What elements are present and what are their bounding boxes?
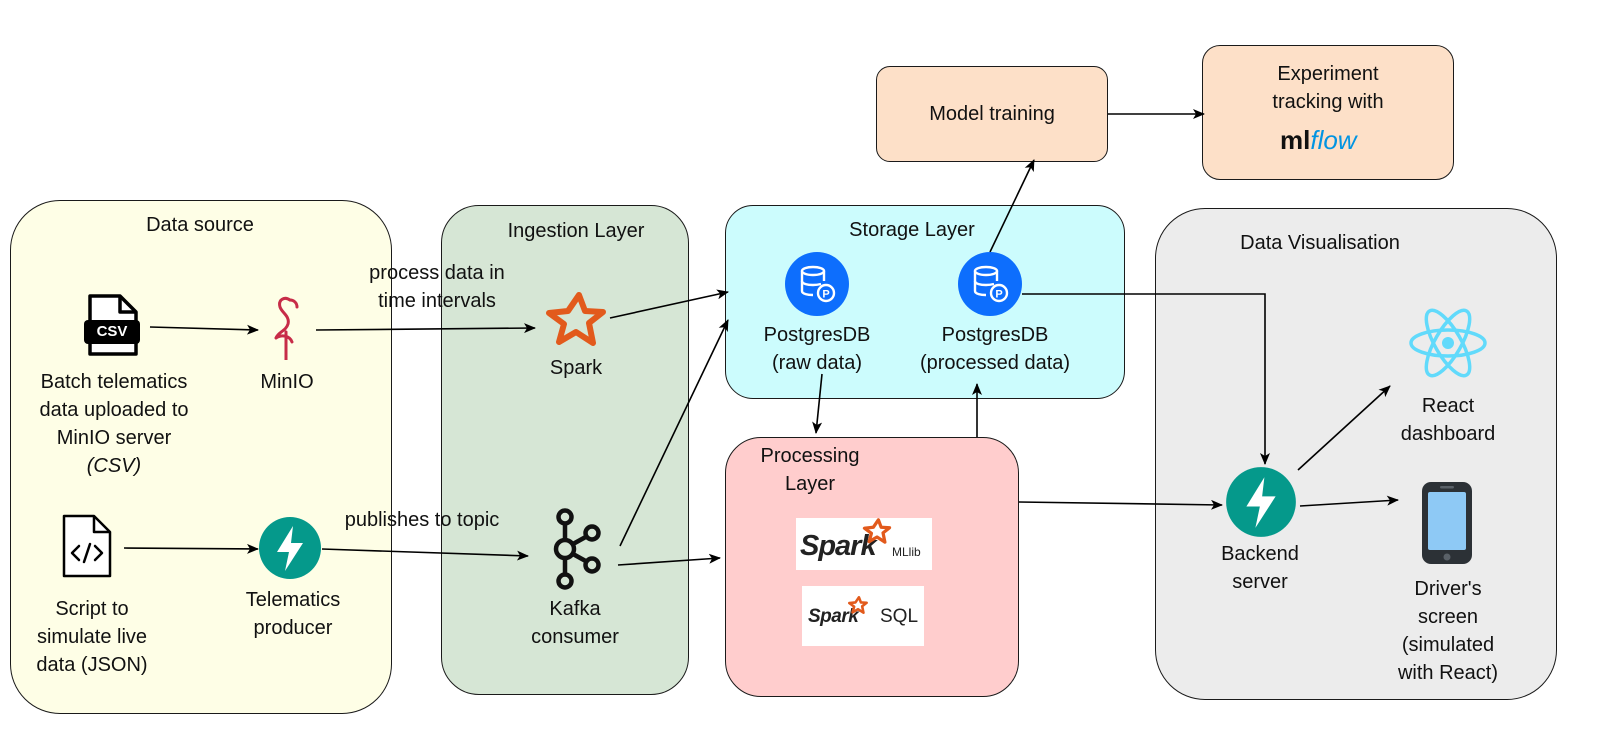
edge-processeddb-to-model [989,159,1035,253]
experiment-tracking-label: Experiment tracking with [1272,63,1384,113]
kafka-icon [548,508,602,590]
edge-script-to-producer [123,543,259,554]
edge-producer-to-kafka [321,548,529,561]
spark-sql-suffix: SQL [880,606,919,627]
fastapi-icon [258,516,322,580]
spark-mllib-suffix: MLlib [892,545,921,559]
ingestion-layer-title: Ingestion Layer [507,220,645,242]
script-source-label: Script to simulate live data (JSON) [36,598,148,676]
spark-sql-logo: Spark SQL [802,586,924,646]
drivers-screen-label: Driver's screen (simulated with React) [1397,578,1499,684]
edge-backend-to-react [1297,385,1391,471]
smartphone-icon [1420,480,1474,566]
backend-server-label: Backend server [1221,543,1299,593]
edge-spark-to-storage [609,289,729,319]
csv-badge-text: CSV [96,323,128,340]
minio-flamingo-icon [266,294,306,362]
edge-rawdb-to-processing [812,373,823,434]
csv-source-label: Batch telematics data uploaded to MinIO … [39,371,189,449]
postgres-raw-icon: P [784,251,850,317]
telematics-producer-label: Telematics producer [245,589,341,639]
spark-sql-star-icon [848,596,868,619]
kafka-consumer-label: Kafka consumer [531,598,619,648]
csv-format-label: (CSV) [86,455,142,477]
backend-fastapi-icon [1225,466,1297,538]
code-file-icon [60,513,114,579]
svg-text:P: P [995,289,1002,301]
edge-kafka-to-storage [619,319,729,547]
edge-kafka-to-processing [617,553,721,566]
kafka-edge-label: publishes to topic [344,509,500,531]
mlflow-flow-text: flow [1310,125,1357,155]
storage-layer-title: Storage Layer [849,219,975,241]
svg-text:P: P [822,289,829,301]
model-training-label: Model training [929,103,1055,125]
processing-layer-title: Processing Layer [760,445,860,495]
mlflow-ml-text: ml [1280,125,1311,155]
spark-label: Spark [549,357,603,379]
edge-backend-to-driver [1299,495,1399,507]
spark-star-icon [545,291,607,347]
react-dashboard-label: React dashboard [1400,395,1496,445]
group-ingestion-layer [441,205,689,695]
edge-processing-to-backend [1018,499,1223,510]
postgres-raw-label: PostgresDB (raw data) [763,324,871,374]
spark-mllib-word: Spark [800,530,877,562]
spark-mllib-logo: Spark MLlib [796,518,932,570]
edge-csv-to-minio [149,324,259,335]
postgres-processed-label: PostgresDB (processed data) [919,324,1071,374]
spark-sql-word: Spark [808,606,859,627]
csv-file-icon: CSV [82,293,142,357]
react-atom-icon [1408,306,1488,380]
group-data-visualisation [1155,208,1557,700]
spark-edge-label: process data in time intervals [369,262,505,312]
data-visualisation-title: Data Visualisation [1240,232,1400,254]
data-source-title: Data source [146,214,254,236]
mlflow-logo: mlflow [1280,122,1380,158]
group-data-source [10,200,392,714]
edge-minio-to-spark [315,323,536,334]
edge-processeddb-to-backend [1022,293,1270,465]
postgres-processed-icon: P [957,251,1023,317]
model-training-box [876,66,1108,162]
minio-label: MinIO [260,371,314,393]
spark-mllib-star-icon [862,518,892,549]
